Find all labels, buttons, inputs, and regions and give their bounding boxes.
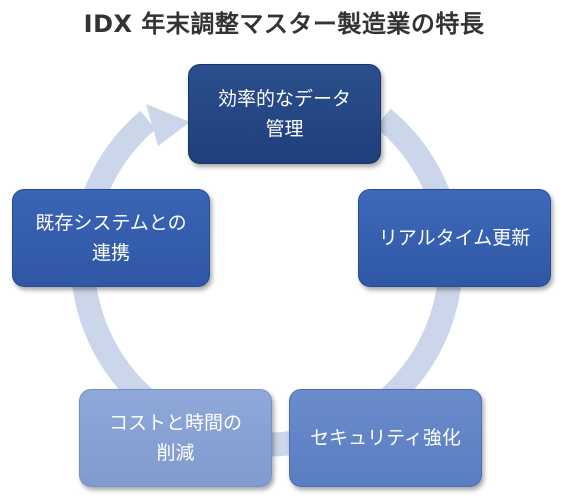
node-5-line-2: 連携: [91, 242, 130, 264]
node-4-line-2: 削減: [156, 442, 195, 464]
diagram-title: IDX 年末調整マスター製造業の特長: [83, 10, 485, 38]
node-5-line-1: 既存システムとの: [35, 211, 187, 234]
node-1-line-2: 管理: [265, 118, 304, 140]
node-efficient-data-management: 効率的なデータ 管理: [188, 64, 381, 164]
node-3-line-1: セキュリティ強化: [310, 426, 461, 449]
cycle-arrowhead: [146, 104, 190, 146]
node-realtime-update: リアルタイム更新: [358, 189, 551, 287]
node-cost-time-reduction: コストと時間の 削減: [79, 389, 272, 487]
node-security-enhancement: セキュリティ強化: [289, 389, 482, 487]
node-4-line-1: コストと時間の: [108, 411, 242, 434]
node-2-line-1: リアルタイム更新: [378, 226, 531, 249]
node-1-line-1: 効率的なデータ: [217, 87, 351, 110]
node-existing-system-integration: 既存システムとの 連携: [12, 189, 210, 287]
